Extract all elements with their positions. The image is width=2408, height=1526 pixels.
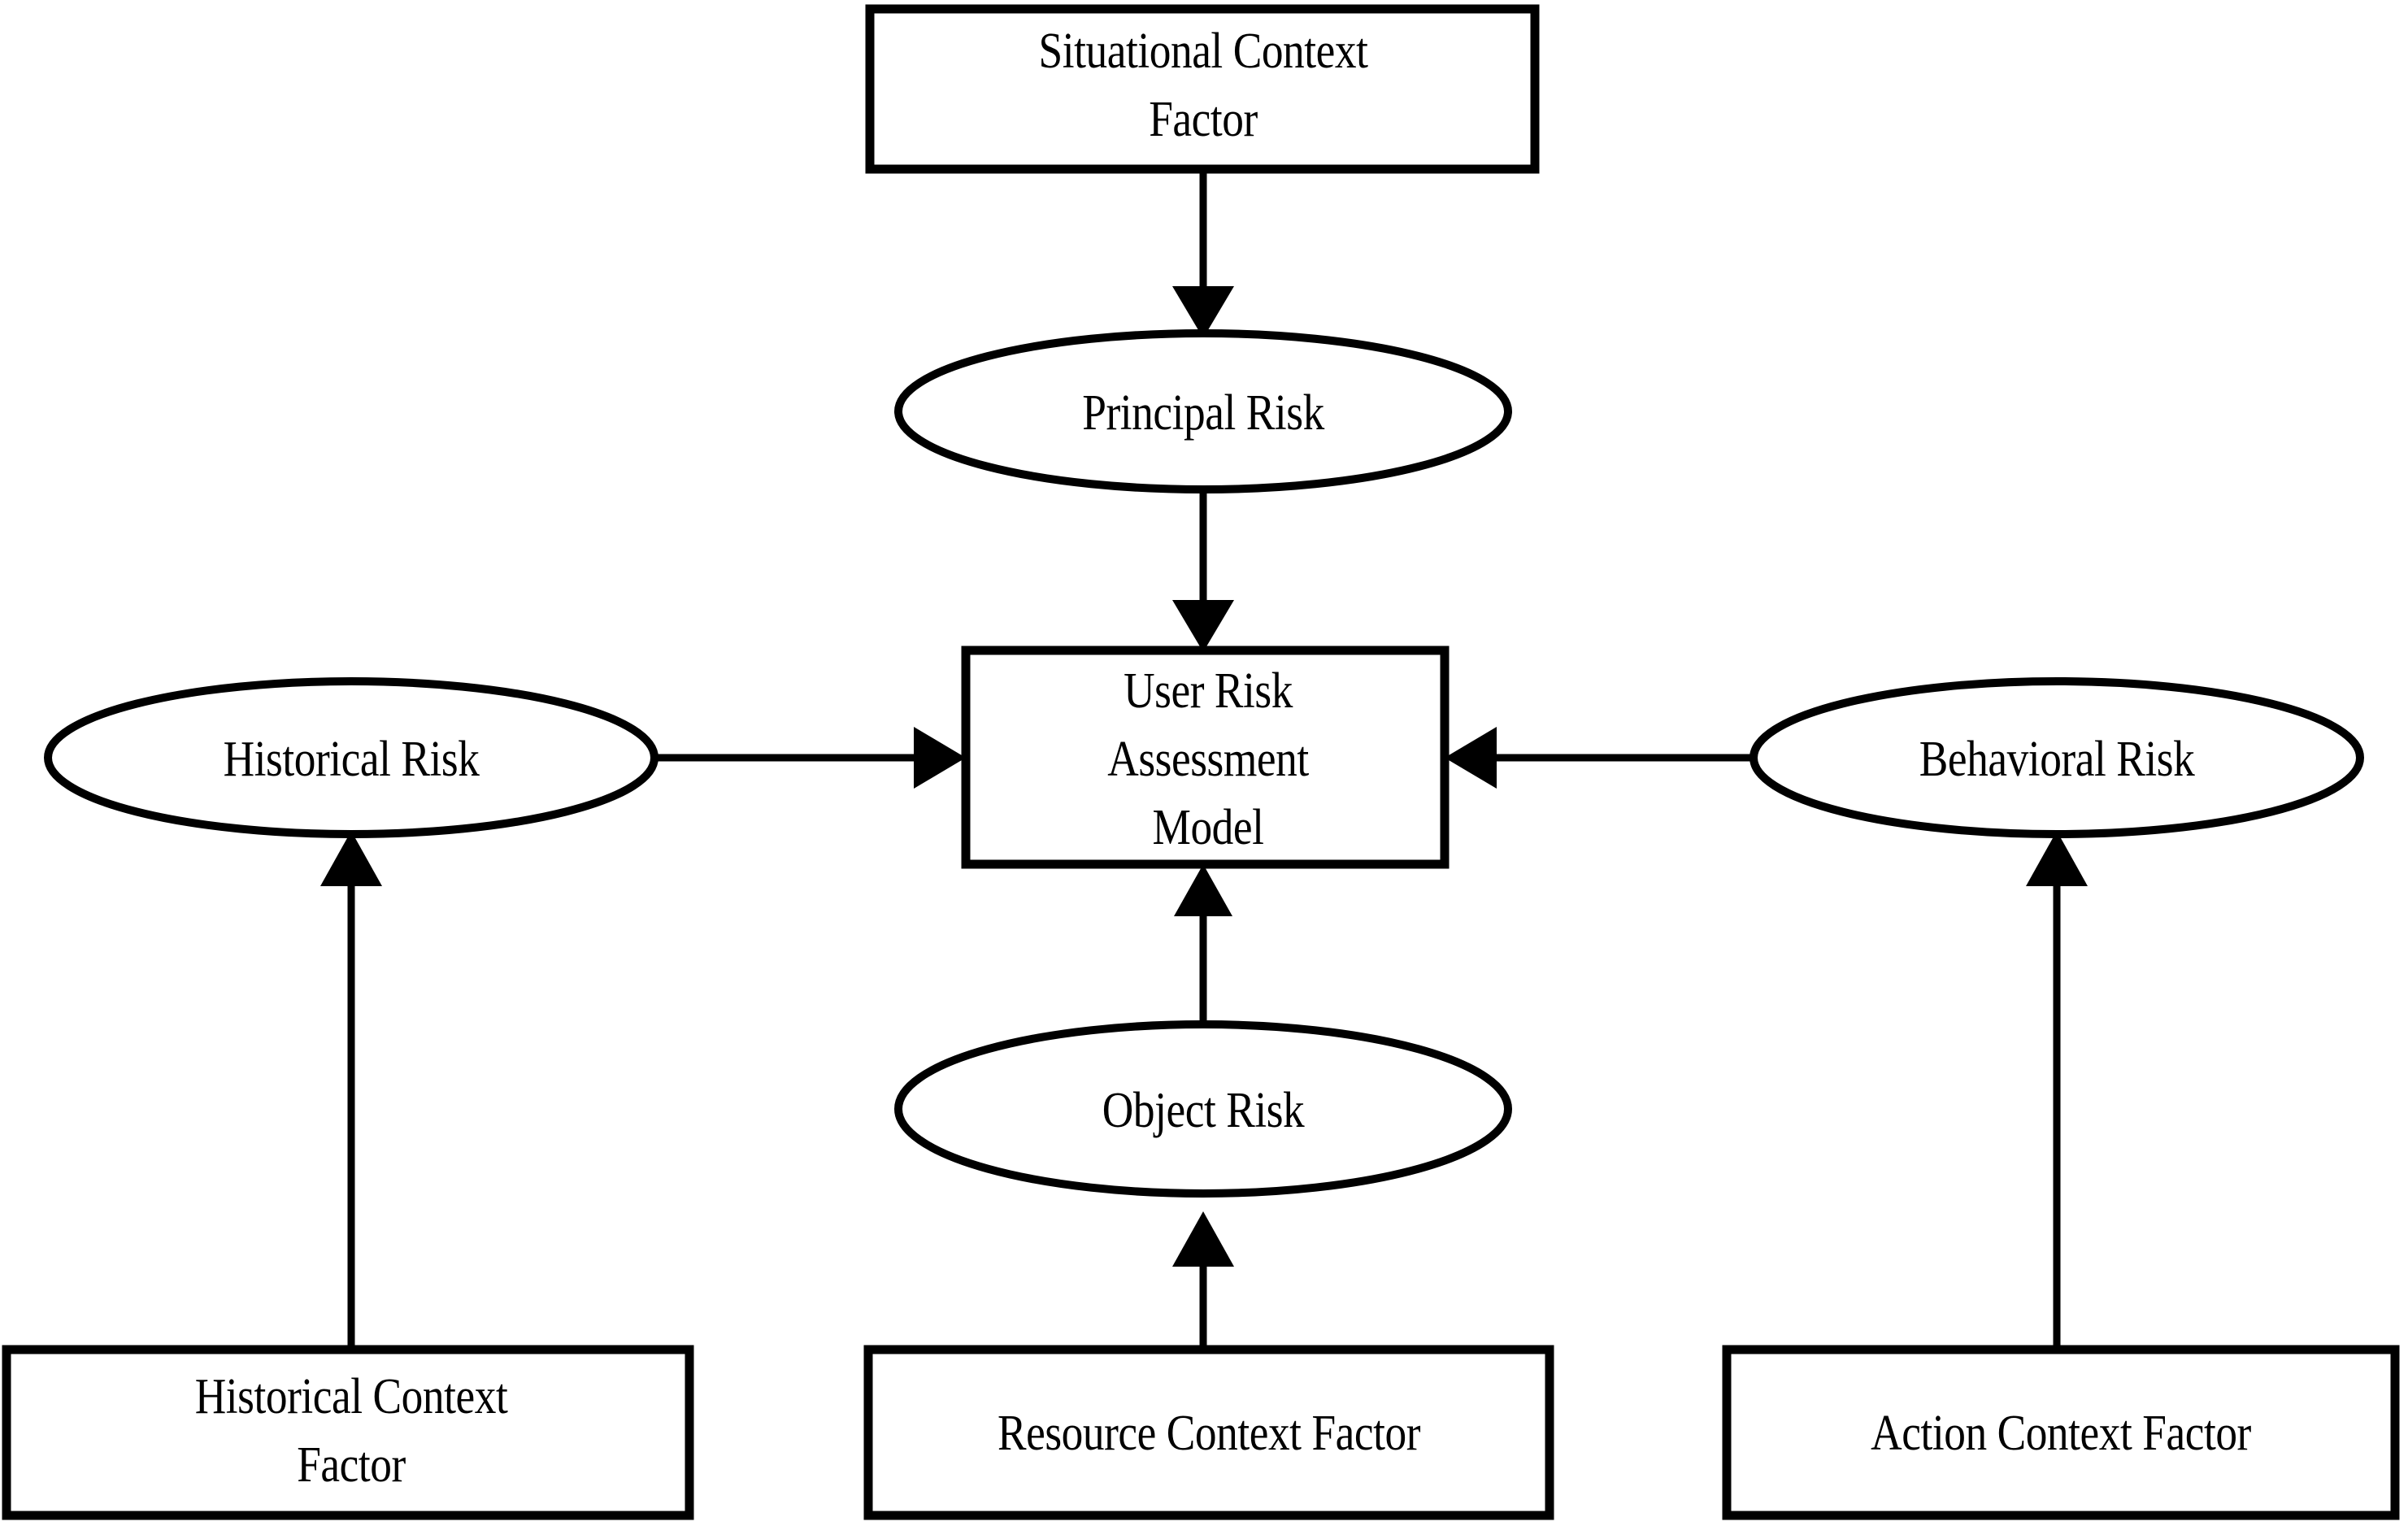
user-risk-assessment-model-label-line3: Model bbox=[1152, 798, 1263, 855]
edge-object-risk-to-model bbox=[1174, 864, 1232, 1026]
behavioral-risk-label: Behavioral Risk bbox=[1919, 730, 2195, 787]
edge-action-context-to-behavioral-risk bbox=[2026, 831, 2088, 1350]
node-resource-context-factor[interactable]: Resource Context Factor bbox=[863, 1345, 1554, 1520]
historical-context-factor-box[interactable] bbox=[2, 1345, 694, 1520]
arrowhead-down-model bbox=[1172, 600, 1234, 652]
principal-risk-label: Principal Risk bbox=[1082, 384, 1324, 441]
edge-historical-context-to-historical-risk bbox=[320, 831, 382, 1350]
action-context-factor-label: Action Context Factor bbox=[1871, 1404, 2251, 1461]
resource-context-factor-box[interactable] bbox=[863, 1345, 1554, 1520]
object-risk-label: Object Risk bbox=[1102, 1081, 1305, 1138]
behavioral-risk-ellipse[interactable] bbox=[1749, 677, 2364, 838]
historical-context-factor-label-line2: Factor bbox=[297, 1436, 406, 1493]
user-risk-assessment-model-box[interactable] bbox=[961, 646, 1450, 869]
edge-historical-risk-to-model bbox=[650, 727, 966, 789]
situational-context-factor-box[interactable] bbox=[865, 4, 1540, 174]
arrowhead-left-model bbox=[1445, 727, 1497, 789]
historical-risk-label: Historical Risk bbox=[224, 730, 480, 787]
object-risk-ellipse[interactable] bbox=[894, 1020, 1512, 1198]
action-context-factor-box[interactable] bbox=[1722, 1345, 2400, 1520]
edge-resource-context-to-object-risk bbox=[1172, 1211, 1234, 1350]
historical-context-factor-label-line1: Historical Context bbox=[195, 1367, 508, 1424]
edge-behavioral-risk-to-model bbox=[1445, 727, 1756, 789]
situational-context-factor-label-line2: Factor bbox=[1149, 90, 1258, 147]
node-historical-context-factor[interactable]: Historical Context Factor bbox=[2, 1345, 694, 1520]
node-historical-risk[interactable]: Historical Risk bbox=[44, 677, 659, 838]
user-risk-assessment-model-label-line2: Assessment bbox=[1107, 730, 1309, 787]
arrowhead-up-object-risk bbox=[1172, 1211, 1234, 1267]
node-user-risk-assessment-model[interactable]: User Risk Assessment Model bbox=[961, 646, 1450, 869]
principal-risk-ellipse[interactable] bbox=[894, 329, 1512, 493]
edge-principal-to-model bbox=[1172, 486, 1234, 652]
node-principal-risk[interactable]: Principal Risk bbox=[894, 329, 1512, 493]
arrowhead-right-model bbox=[914, 727, 966, 789]
resource-context-factor-label: Resource Context Factor bbox=[998, 1404, 1420, 1461]
situational-context-factor-label-line1: Situational Context bbox=[1039, 22, 1368, 79]
arrowhead-up-historical-risk bbox=[320, 831, 382, 886]
node-situational-context-factor[interactable]: Situational Context Factor bbox=[865, 4, 1540, 174]
user-risk-assessment-model-label-line1: User Risk bbox=[1124, 662, 1293, 719]
historical-risk-ellipse[interactable] bbox=[44, 677, 659, 838]
arrowhead-up-model bbox=[1174, 864, 1232, 916]
node-action-context-factor[interactable]: Action Context Factor bbox=[1722, 1345, 2400, 1520]
arrowhead-down-principal bbox=[1172, 286, 1234, 338]
node-object-risk[interactable]: Object Risk bbox=[894, 1020, 1512, 1198]
arrowhead-up-behavioral-risk bbox=[2026, 831, 2088, 886]
node-behavioral-risk[interactable]: Behavioral Risk bbox=[1749, 677, 2364, 838]
edge-situational-to-principal bbox=[1172, 169, 1234, 338]
